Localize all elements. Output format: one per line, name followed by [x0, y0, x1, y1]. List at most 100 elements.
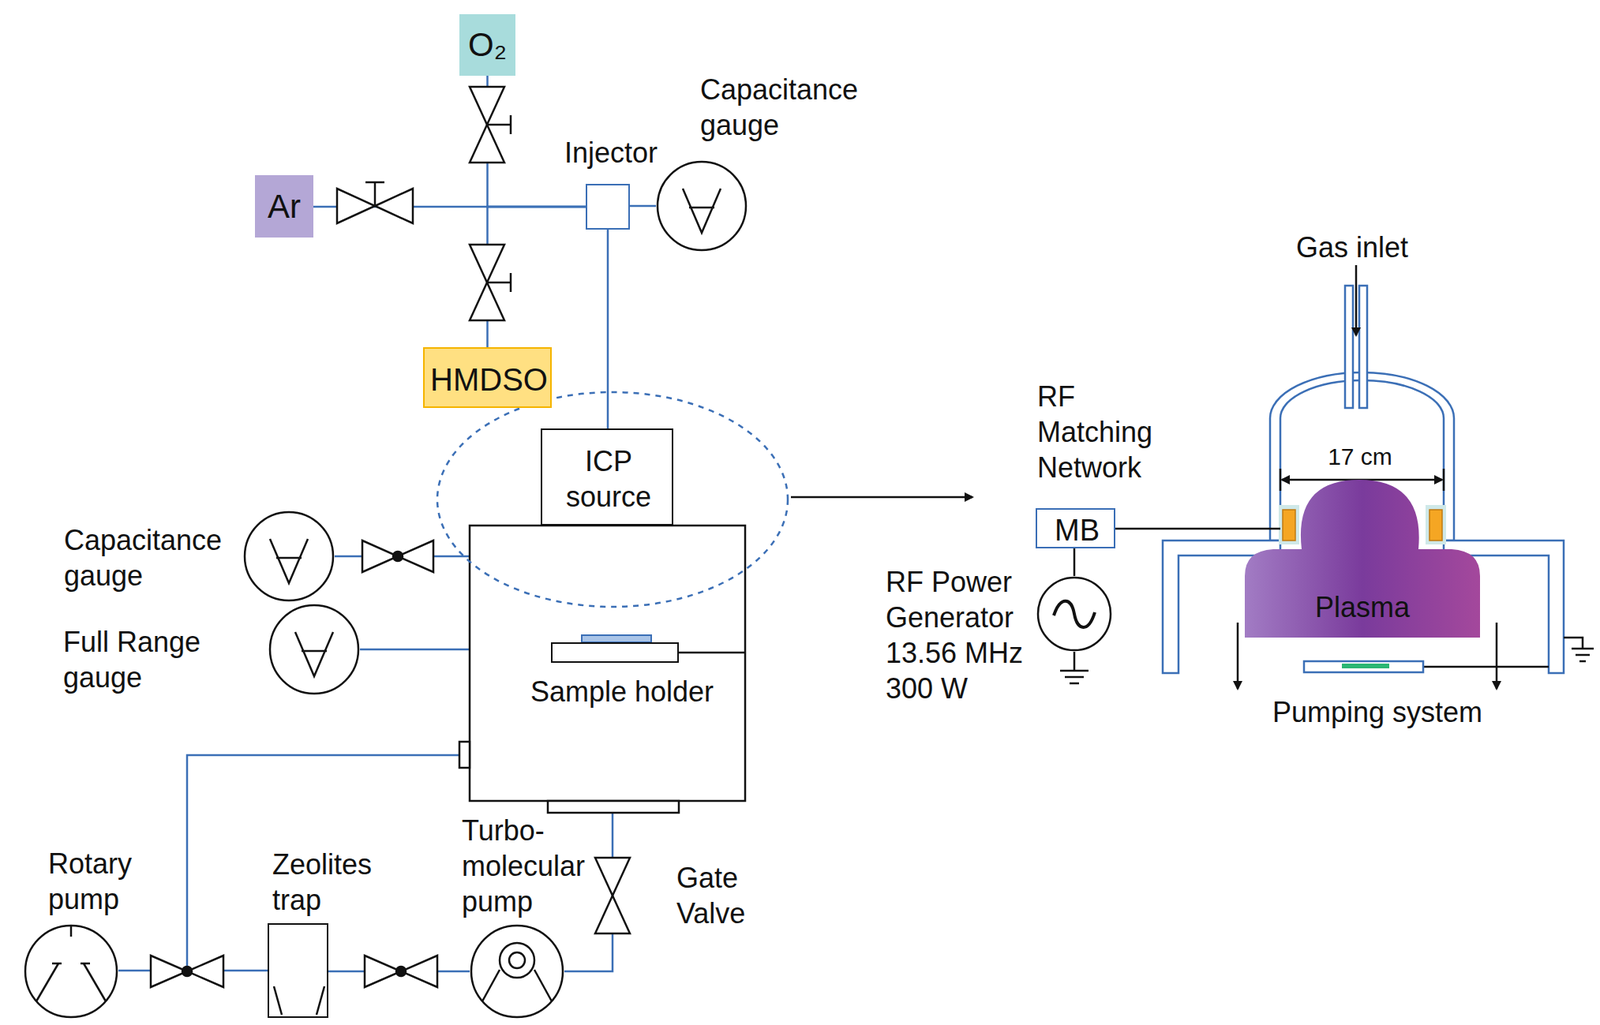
label-text: Turbo- molecular pump — [461, 813, 585, 920]
rotary-pump-symbol — [83, 963, 106, 1002]
label-text: Plasma — [1315, 589, 1410, 626]
vacuum-chamber — [459, 741, 470, 769]
gauge-symbol — [276, 557, 302, 560]
right-sample — [1303, 661, 1424, 673]
turbo-pump-symbol — [482, 970, 500, 1002]
label-text: MB — [1054, 512, 1100, 548]
ball-valve — [396, 966, 406, 977]
gauge-symbol — [655, 160, 748, 252]
gauge-symbol — [269, 605, 359, 694]
label-text: O₂ — [468, 26, 507, 64]
zeolite-trap: Zeolites trap — [267, 923, 329, 1019]
plasma-region — [1244, 479, 1481, 638]
needle-valve — [469, 244, 505, 283]
wires — [1575, 654, 1590, 657]
wires — [1115, 528, 1281, 531]
rf-generator — [1037, 577, 1111, 651]
pipe-connector — [607, 229, 610, 429]
label-text: Capacitance gauge — [63, 522, 222, 594]
right-sample — [1341, 663, 1390, 669]
vacuum-chamber — [678, 651, 746, 655]
label-text: HMDSO — [430, 361, 548, 398]
matching-box: RF Matching NetworkMB — [1035, 508, 1116, 549]
ball-valve — [150, 540, 438, 988]
pipe-lines — [359, 648, 470, 652]
icp-reactor — [1345, 285, 1353, 409]
flow-arrows — [1495, 622, 1499, 690]
gauge-symbol — [269, 539, 308, 584]
label-text: Capacitance gauge — [700, 71, 859, 143]
label-text: Full Range gauge — [63, 624, 222, 696]
pipe-connector — [1073, 548, 1076, 577]
needle-valve — [487, 281, 511, 285]
sample-film — [581, 635, 652, 643]
needle-valve — [487, 123, 511, 127]
needle-valve — [469, 124, 505, 163]
turbo-pump-symbol — [469, 924, 565, 1020]
needle-valve — [337, 86, 511, 321]
plasma-region: Plasma — [1244, 479, 1481, 638]
wires — [1069, 682, 1080, 686]
pipe-lines — [187, 556, 613, 972]
label-text: ICP source — [565, 443, 652, 515]
turbo-pump-symbol — [509, 952, 525, 969]
vacuum-chamber — [547, 801, 679, 814]
wires — [1060, 670, 1089, 673]
rf-coil — [1425, 505, 1447, 545]
gate-valve — [595, 858, 630, 934]
dimension-line — [1279, 468, 1282, 491]
wires — [1571, 648, 1594, 651]
gauge-symbol — [689, 206, 715, 210]
turbo-pump-symbol: Turbo- molecular pump — [469, 924, 565, 1020]
ball-valve — [393, 551, 403, 562]
icp-reactor — [1359, 285, 1368, 409]
label-text: Pumping system — [1272, 694, 1483, 731]
needle-valve — [509, 115, 513, 135]
sample-holder: Sample holder — [550, 642, 679, 664]
ball-valve — [182, 966, 192, 977]
gauge-symbol: Capacitance gauge — [655, 160, 748, 252]
label-text: Ar — [267, 187, 301, 226]
needle-valve — [337, 188, 375, 224]
wires — [1579, 660, 1586, 664]
wires — [1064, 676, 1084, 679]
needle-valve — [469, 282, 505, 321]
gas-bottle: O₂ — [459, 14, 516, 76]
turbo-pump-symbol — [471, 925, 563, 1018]
gauge-symbol — [301, 650, 327, 653]
rotary-pump-symbol — [25, 925, 117, 1018]
turbo-pump-symbol — [534, 970, 552, 1002]
zoom-ellipse — [437, 392, 788, 608]
zeolite-trap — [273, 986, 282, 1016]
gate-valve — [595, 858, 630, 896]
sample-holder — [552, 644, 681, 665]
zeolite-trap — [269, 925, 330, 1020]
label-text: Injector — [564, 134, 658, 171]
vacuum-chamber — [469, 525, 746, 802]
needle-valve — [374, 188, 413, 224]
wires — [1423, 666, 1549, 669]
gauge-symbol — [268, 603, 360, 696]
label-text: Gate Valve — [676, 860, 746, 932]
precursor-bottle: HMDSO — [423, 347, 552, 409]
injector-box — [587, 185, 632, 232]
rotary-pump-symbol — [80, 962, 90, 966]
icp-source-box: ICP source — [540, 428, 674, 526]
gauge-symbol — [244, 512, 334, 601]
label-text: 17 cm — [1327, 438, 1393, 475]
zeolite-trap — [316, 986, 325, 1016]
wires — [1563, 637, 1583, 649]
rotary-pump-symbol — [23, 924, 119, 1020]
label-text: Zeolites trap — [272, 846, 372, 919]
rotary-pump-symbol — [52, 962, 62, 966]
rotary-pump-symbol — [70, 925, 73, 937]
label-text: RF Power Generator 13.56 MHz 300 W — [885, 564, 1028, 707]
pipe-connector — [629, 205, 656, 208]
label-text: Sample holder — [530, 674, 714, 710]
rf-generator: RF Power Generator 13.56 MHz 300 W — [1036, 576, 1113, 652]
rotary-pump-symbol: Rotary pump — [23, 924, 119, 1020]
rf-generator — [1036, 576, 1113, 652]
rotary-pump-symbol — [36, 963, 59, 1002]
vacuum-chamber — [459, 525, 746, 814]
